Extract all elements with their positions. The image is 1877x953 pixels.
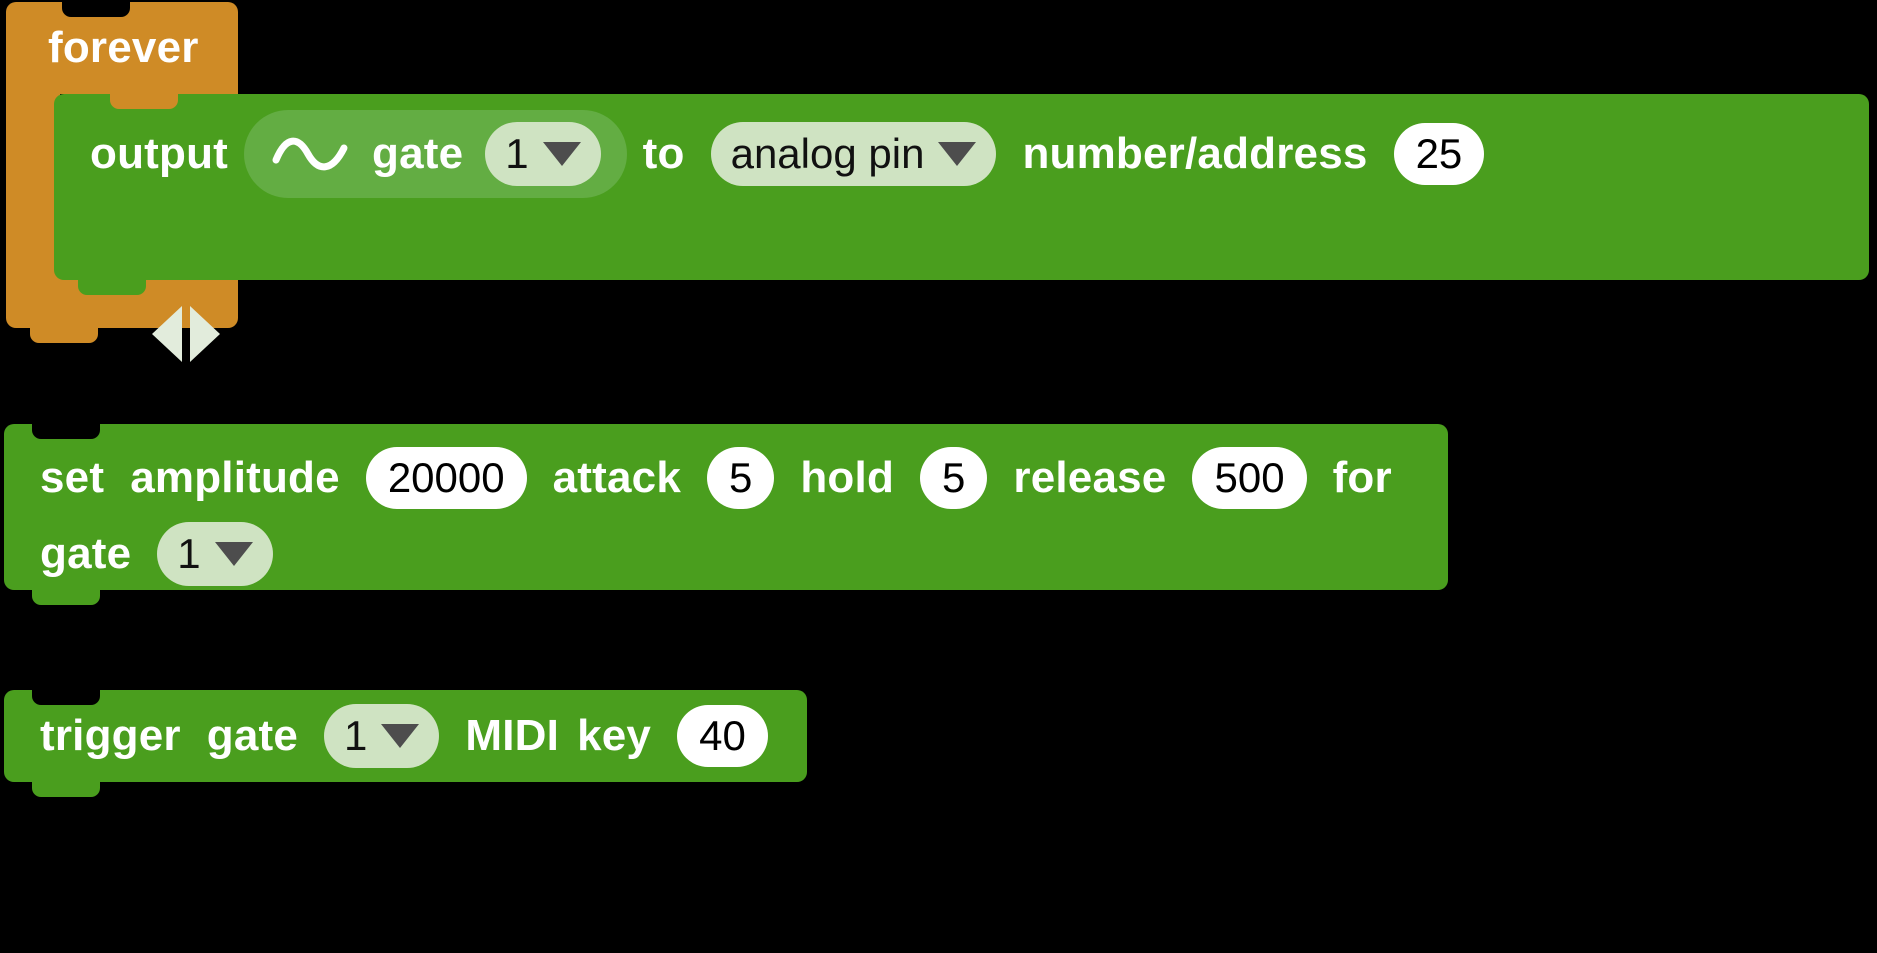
trigger-gate-dropdown[interactable]: 1 [324,704,440,768]
trigger-midi-label: MIDI [465,711,560,760]
attack-label: attack [552,453,681,502]
triangle-right-icon[interactable] [190,306,220,362]
trigger-key-input[interactable]: 40 [677,705,768,767]
trigger-label: trigger [40,711,181,760]
forever-bottom-bump [30,328,98,343]
amplitude-row-2: gate 1 [40,520,273,588]
release-label: release [1013,453,1167,502]
output-number-input[interactable]: 25 [1393,123,1485,185]
forever-left-spine [6,82,60,282]
attack-input[interactable]: 5 [707,447,775,509]
output-bottom-bump [78,280,146,295]
amplitude-gate-value: 1 [177,530,201,577]
wave-gate-reporter[interactable]: gate 1 [244,110,627,198]
trigger-bottom-bump [32,782,100,797]
forever-block[interactable]: forever [6,2,238,343]
output-expand-arrows[interactable] [152,306,220,362]
amplitude-input[interactable]: 20000 [365,447,527,509]
wave-gate-label: gate [372,129,464,178]
sine-wave-icon [270,134,350,174]
trigger-row: trigger gate 1 MIDI key 40 [40,700,768,772]
amplitude-gate-label: gate [40,529,132,578]
amplitude-gate-dropdown[interactable]: 1 [157,522,273,586]
output-to-label: to [642,129,685,178]
hold-label: hold [800,453,895,502]
amplitude-top-notch [32,424,100,439]
amplitude-set-label: set [40,453,105,502]
hold-input[interactable]: 5 [920,447,988,509]
amplitude-label: amplitude [130,453,340,502]
trigger-gate-label: gate [206,711,299,760]
amplitude-for-label: for [1332,453,1392,502]
trigger-top-notch [32,690,100,705]
trigger-gate-value: 1 [344,712,368,759]
amplitude-bottom-bump [32,590,100,605]
chevron-down-icon [214,542,253,566]
set-amplitude-block[interactable]: set amplitude 20000 attack 5 hold 5 rele… [4,424,1448,605]
output-gate-value: 1 [505,130,529,177]
trigger-gate-block[interactable]: trigger gate 1 MIDI key 40 [4,690,807,797]
triangle-left-icon[interactable] [152,306,182,362]
output-target-dropdown[interactable]: analog pin [710,122,997,186]
forever-top-arm[interactable] [6,2,238,94]
forever-label: forever [48,23,199,72]
output-top-notch [110,94,178,109]
output-block[interactable]: output gate 1 to analog pin [54,94,1869,362]
output-number-label: number/address [1022,129,1368,178]
chevron-down-icon [938,142,977,166]
output-label: output [90,129,229,178]
forever-top-notch [62,2,130,17]
release-input[interactable]: 500 [1192,447,1307,509]
amplitude-row-1: set amplitude 20000 attack 5 hold 5 rele… [40,444,1392,512]
chevron-down-icon [381,724,420,748]
output-row: output gate 1 to analog pin [90,110,1859,198]
chevron-down-icon [542,142,581,166]
trigger-key-label: key [577,711,652,760]
output-gate-dropdown[interactable]: 1 [485,122,601,186]
output-target-value: analog pin [730,130,925,177]
